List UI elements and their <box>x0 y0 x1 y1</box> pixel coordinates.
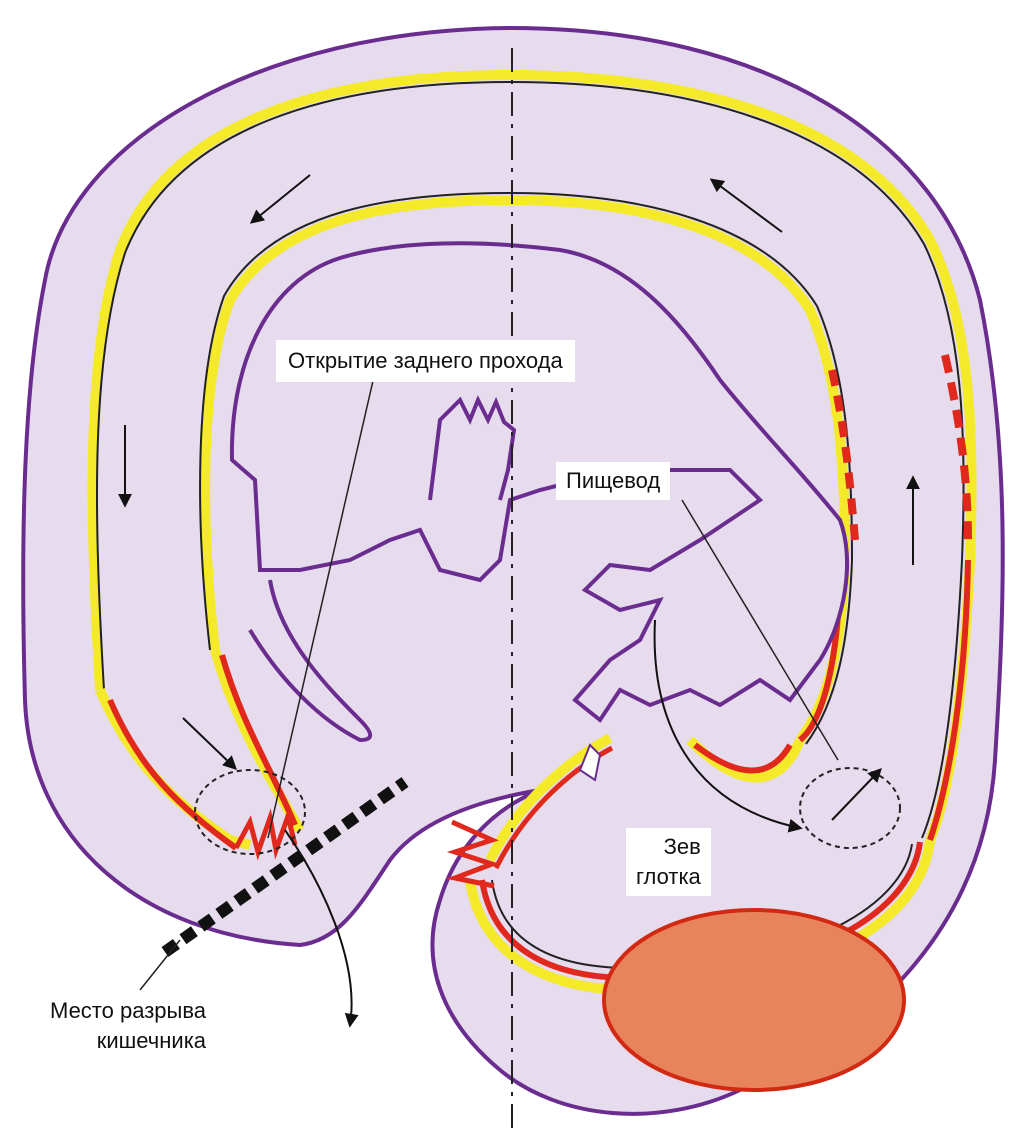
yolk-sac <box>604 910 904 1090</box>
label-rupture: Место разрыва кишечника <box>40 992 216 1060</box>
label-esophagus-text: Пищевод <box>566 468 660 493</box>
label-anal-opening-text: Открытие заднего прохода <box>288 348 563 373</box>
label-esophagus: Пищевод <box>556 462 670 500</box>
label-anal-opening: Открытие заднего прохода <box>276 340 575 382</box>
label-rupture-line2: кишечника <box>50 1026 206 1056</box>
leader-line-rupture <box>140 940 180 990</box>
fetus-foot <box>430 400 514 500</box>
label-rupture-line1: Место разрыва <box>50 996 206 1026</box>
label-pharynx: Зев глотка <box>626 828 711 896</box>
label-pharynx-line2: глотка <box>636 862 701 892</box>
label-pharynx-line1: Зев <box>636 832 701 862</box>
